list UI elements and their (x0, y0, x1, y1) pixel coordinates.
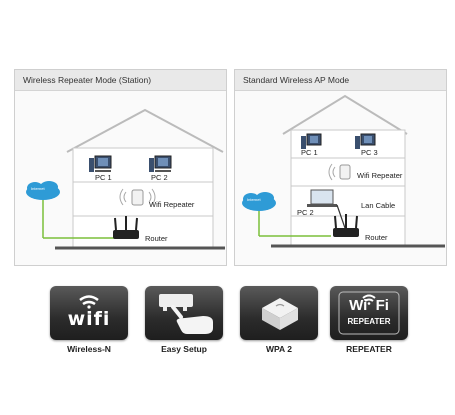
router-icon (333, 214, 359, 237)
house-wall (290, 129, 406, 247)
pc2-label: PC 2 (297, 208, 314, 217)
feature-caption: WPA 2 (266, 344, 292, 354)
feature-caption: REPEATER (346, 344, 392, 354)
pc-icon (89, 155, 112, 172)
panel-title: Standard Wireless AP Mode (235, 70, 446, 91)
wifi-logo-icon: wifi (50, 286, 128, 340)
pc-icon (355, 133, 376, 149)
router-label: Router (365, 233, 388, 242)
house-diagram (242, 94, 445, 248)
lan-cable-label: Lan Cable (361, 201, 396, 210)
pc-icon (149, 155, 172, 172)
laptop-icon (307, 189, 337, 207)
wifi-logo-text: wifi (67, 308, 111, 330)
wifi-repeater-logo-icon: Wi Fi REPEATER (330, 286, 408, 340)
feature-caption: Wireless-N (67, 344, 111, 354)
pc1-label: PC 1 (95, 173, 112, 182)
wpa2-device-icon (240, 286, 318, 340)
pc1-label: PC 1 (301, 148, 318, 157)
house-diagram (26, 108, 225, 250)
internet-label: Internet (247, 197, 261, 202)
internet-cloud-icon (242, 192, 276, 211)
repeater-label: Wifi Repeater (149, 200, 195, 209)
pc3-label: PC 3 (361, 148, 378, 157)
router-label: Router (145, 234, 168, 243)
repeater-logo-bottom: REPEATER (347, 317, 391, 326)
pc2-label: PC 2 (151, 173, 168, 182)
wifi-repeater-icon (119, 188, 156, 206)
repeater-mode-panel: Wireless Repeater Mode (Station) (14, 69, 227, 266)
wifi-repeater-icon (328, 163, 351, 181)
ap-mode-panel: Standard Wireless AP Mode (234, 69, 447, 266)
lan-cable (336, 204, 346, 229)
panel-title: Wireless Repeater Mode (Station) (15, 70, 226, 91)
internet-cloud-icon (26, 181, 60, 200)
roof (66, 108, 224, 153)
roof (282, 94, 408, 135)
repeater-logo-top: Wi Fi (349, 297, 389, 314)
hand-press-icon (145, 286, 223, 340)
internet-label: Internet (31, 186, 45, 191)
feature-caption: Easy Setup (161, 344, 207, 354)
pc-icon (301, 133, 322, 149)
repeater-label: Wifi Repeater (357, 171, 403, 180)
router-icon (113, 216, 139, 239)
